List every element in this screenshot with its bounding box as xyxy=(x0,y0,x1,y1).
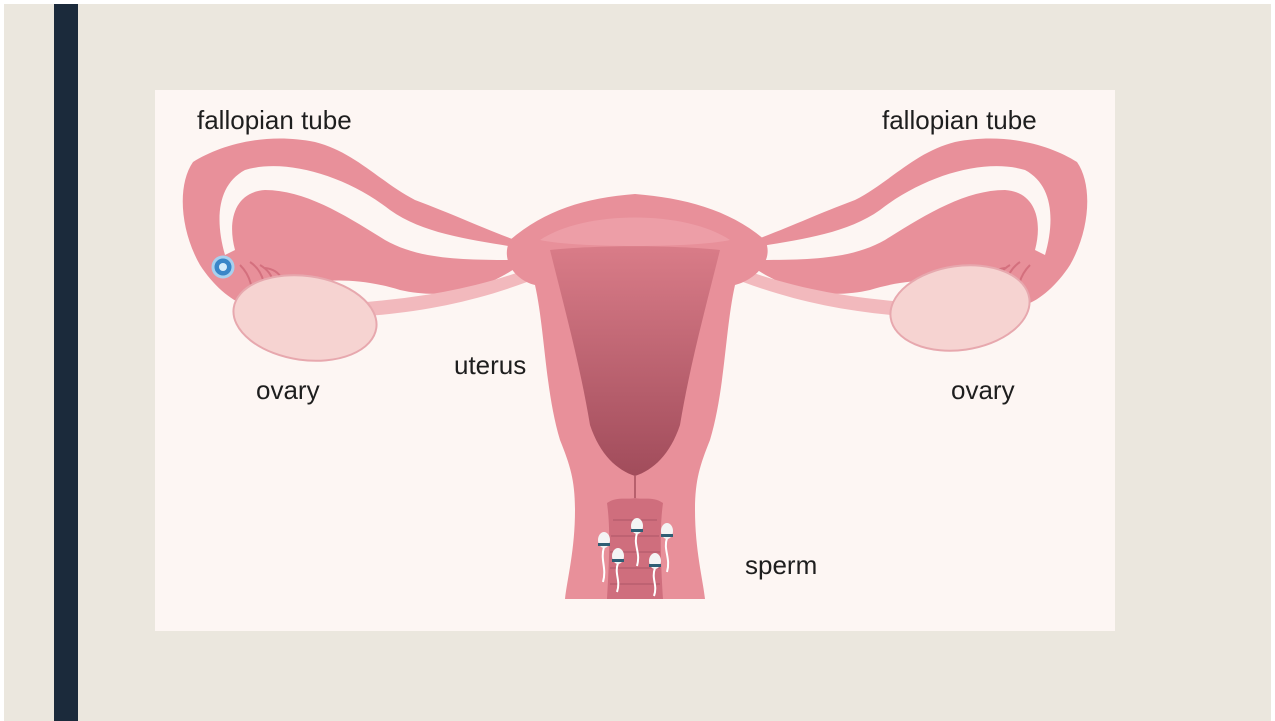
slide: fallopian tube fallopian tube ovary ovar… xyxy=(4,4,1271,721)
label-fallopian-tube-left: fallopian tube xyxy=(197,107,352,133)
diagram-panel: fallopian tube fallopian tube ovary ovar… xyxy=(155,90,1115,631)
label-fallopian-tube-right: fallopian tube xyxy=(882,107,1037,133)
accent-bar xyxy=(54,4,78,721)
label-ovary-right: ovary xyxy=(951,377,1015,403)
label-uterus: uterus xyxy=(454,352,526,378)
label-ovary-left: ovary xyxy=(256,377,320,403)
reproductive-system-illustration xyxy=(155,90,1115,631)
label-sperm: sperm xyxy=(745,552,817,578)
